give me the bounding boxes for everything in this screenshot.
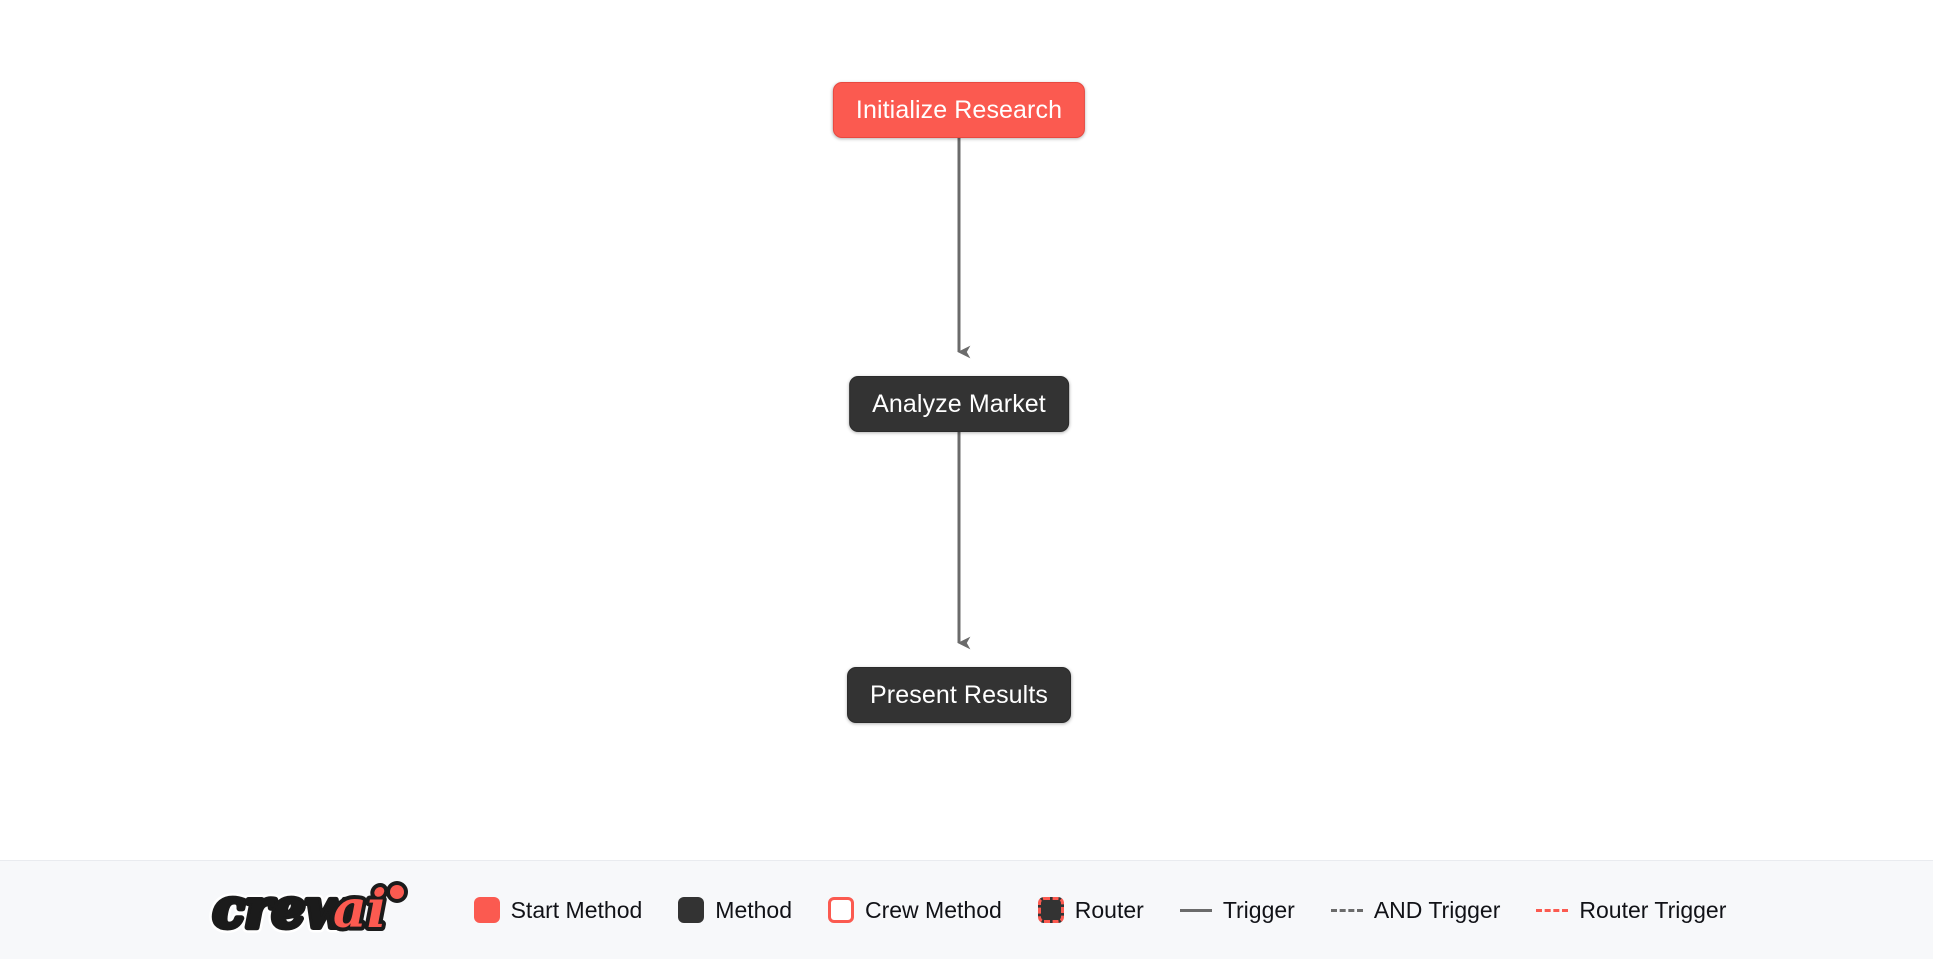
- crewai-logo-primary: crew: [213, 879, 352, 940]
- crew-method-swatch-icon: [828, 897, 854, 923]
- legend-label: AND Trigger: [1373, 896, 1501, 923]
- flow-node-present-results[interactable]: Present Results: [847, 667, 1071, 723]
- start-method-swatch-icon: [473, 897, 500, 923]
- legend-item-start-method: Start Method: [473, 896, 643, 923]
- flow-node-label: Present Results: [870, 680, 1048, 709]
- router-swatch-icon: [1037, 897, 1064, 923]
- router-trigger-line-icon: [1536, 908, 1569, 912]
- trigger-line-icon: [1179, 908, 1212, 912]
- legend-label: Trigger: [1222, 896, 1295, 923]
- legend-label: Method: [715, 896, 792, 923]
- legend-label: Router: [1074, 896, 1144, 923]
- legend-item-and-trigger: AND Trigger: [1330, 896, 1501, 923]
- flow-node-label: Initialize Research: [855, 95, 1063, 124]
- flow-node-label: Analyze Market: [872, 389, 1046, 418]
- legend-item-method: Method: [678, 897, 792, 923]
- legend-item-crew-method: Crew Method: [828, 897, 1002, 923]
- legend-label: Router Trigger: [1579, 896, 1727, 923]
- legend-item-router: Router: [1037, 896, 1144, 923]
- flow-node-initialize-research[interactable]: Initialize Research: [832, 82, 1086, 138]
- and-trigger-line-icon: [1330, 908, 1363, 912]
- legend-item-trigger: Trigger: [1179, 896, 1295, 923]
- legend-label: Crew Method: [865, 896, 1002, 923]
- flow-canvas[interactable]: Initialize Research Analyze Market Prese…: [0, 0, 1933, 860]
- crewai-logo-dot: [389, 885, 404, 899]
- legend-label: Start Method: [510, 896, 643, 923]
- method-swatch-icon: [678, 897, 705, 923]
- flow-node-analyze-market[interactable]: Analyze Market: [849, 376, 1069, 432]
- crewai-logo-outline: crew: [213, 879, 352, 940]
- legend-bar: crew crew crew ai ai Start Method Method…: [0, 860, 1933, 959]
- crewai-logo-stroke: crew: [213, 879, 352, 940]
- crewai-logo: crew crew crew ai ai: [207, 879, 422, 941]
- legend-item-router-trigger: Router Trigger: [1536, 896, 1727, 923]
- crewai-logo-accent: ai: [333, 879, 386, 940]
- crewai-logo-accent-stroke: ai: [333, 879, 386, 940]
